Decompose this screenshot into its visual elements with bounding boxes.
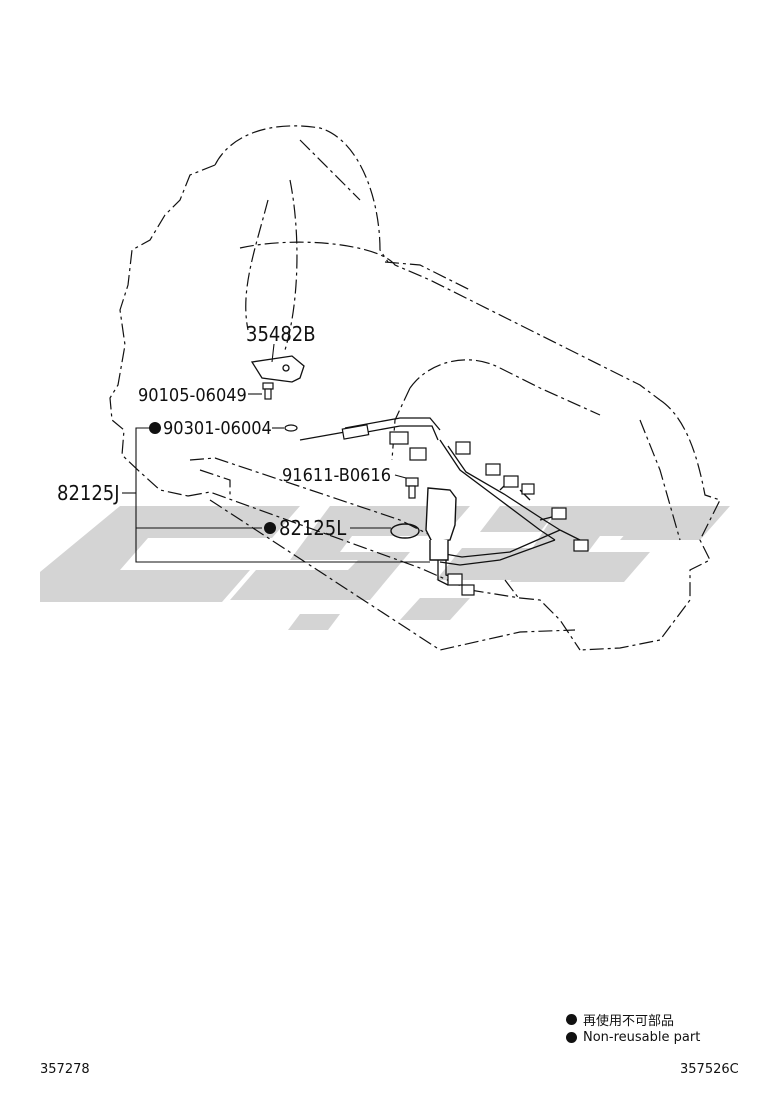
bolt-90105 xyxy=(262,382,274,400)
leader-lines xyxy=(122,343,430,563)
label-91611: 91611-B0616 xyxy=(282,465,391,486)
illustration-code-right: 357526C xyxy=(680,1062,739,1077)
legend-en-text: Non-reusable part xyxy=(583,1030,701,1045)
label-90301: 90301-06004 xyxy=(163,418,272,439)
o-ring-90301 xyxy=(284,424,298,432)
bracket-35482B xyxy=(250,355,305,383)
label-82125J: 82125J xyxy=(57,481,120,505)
legend-en: Non-reusable part xyxy=(566,1030,756,1045)
harness-connectors xyxy=(389,431,589,596)
label-35482B: 35482B xyxy=(246,322,316,346)
non-reusable-dot-90301 xyxy=(149,422,161,434)
legend-zh: 再使用不可部品 xyxy=(566,1010,756,1029)
legend-dot xyxy=(566,1032,577,1043)
label-82125L: 82125L xyxy=(279,516,346,540)
o-ring-82125L xyxy=(390,523,420,539)
main-connector xyxy=(425,487,457,561)
label-90105: 90105-06049 xyxy=(138,385,247,406)
legend-zh-text: 再使用不可部品 xyxy=(583,1014,675,1029)
legend-dot xyxy=(566,1014,577,1025)
transmission-outline xyxy=(109,125,721,651)
bolt-91611 xyxy=(405,477,419,499)
illustration-code-left: 357278 xyxy=(40,1062,90,1077)
harness-sleeve xyxy=(341,424,370,440)
non-reusable-dot-82125L xyxy=(264,522,276,534)
watermark-logo xyxy=(40,506,730,630)
